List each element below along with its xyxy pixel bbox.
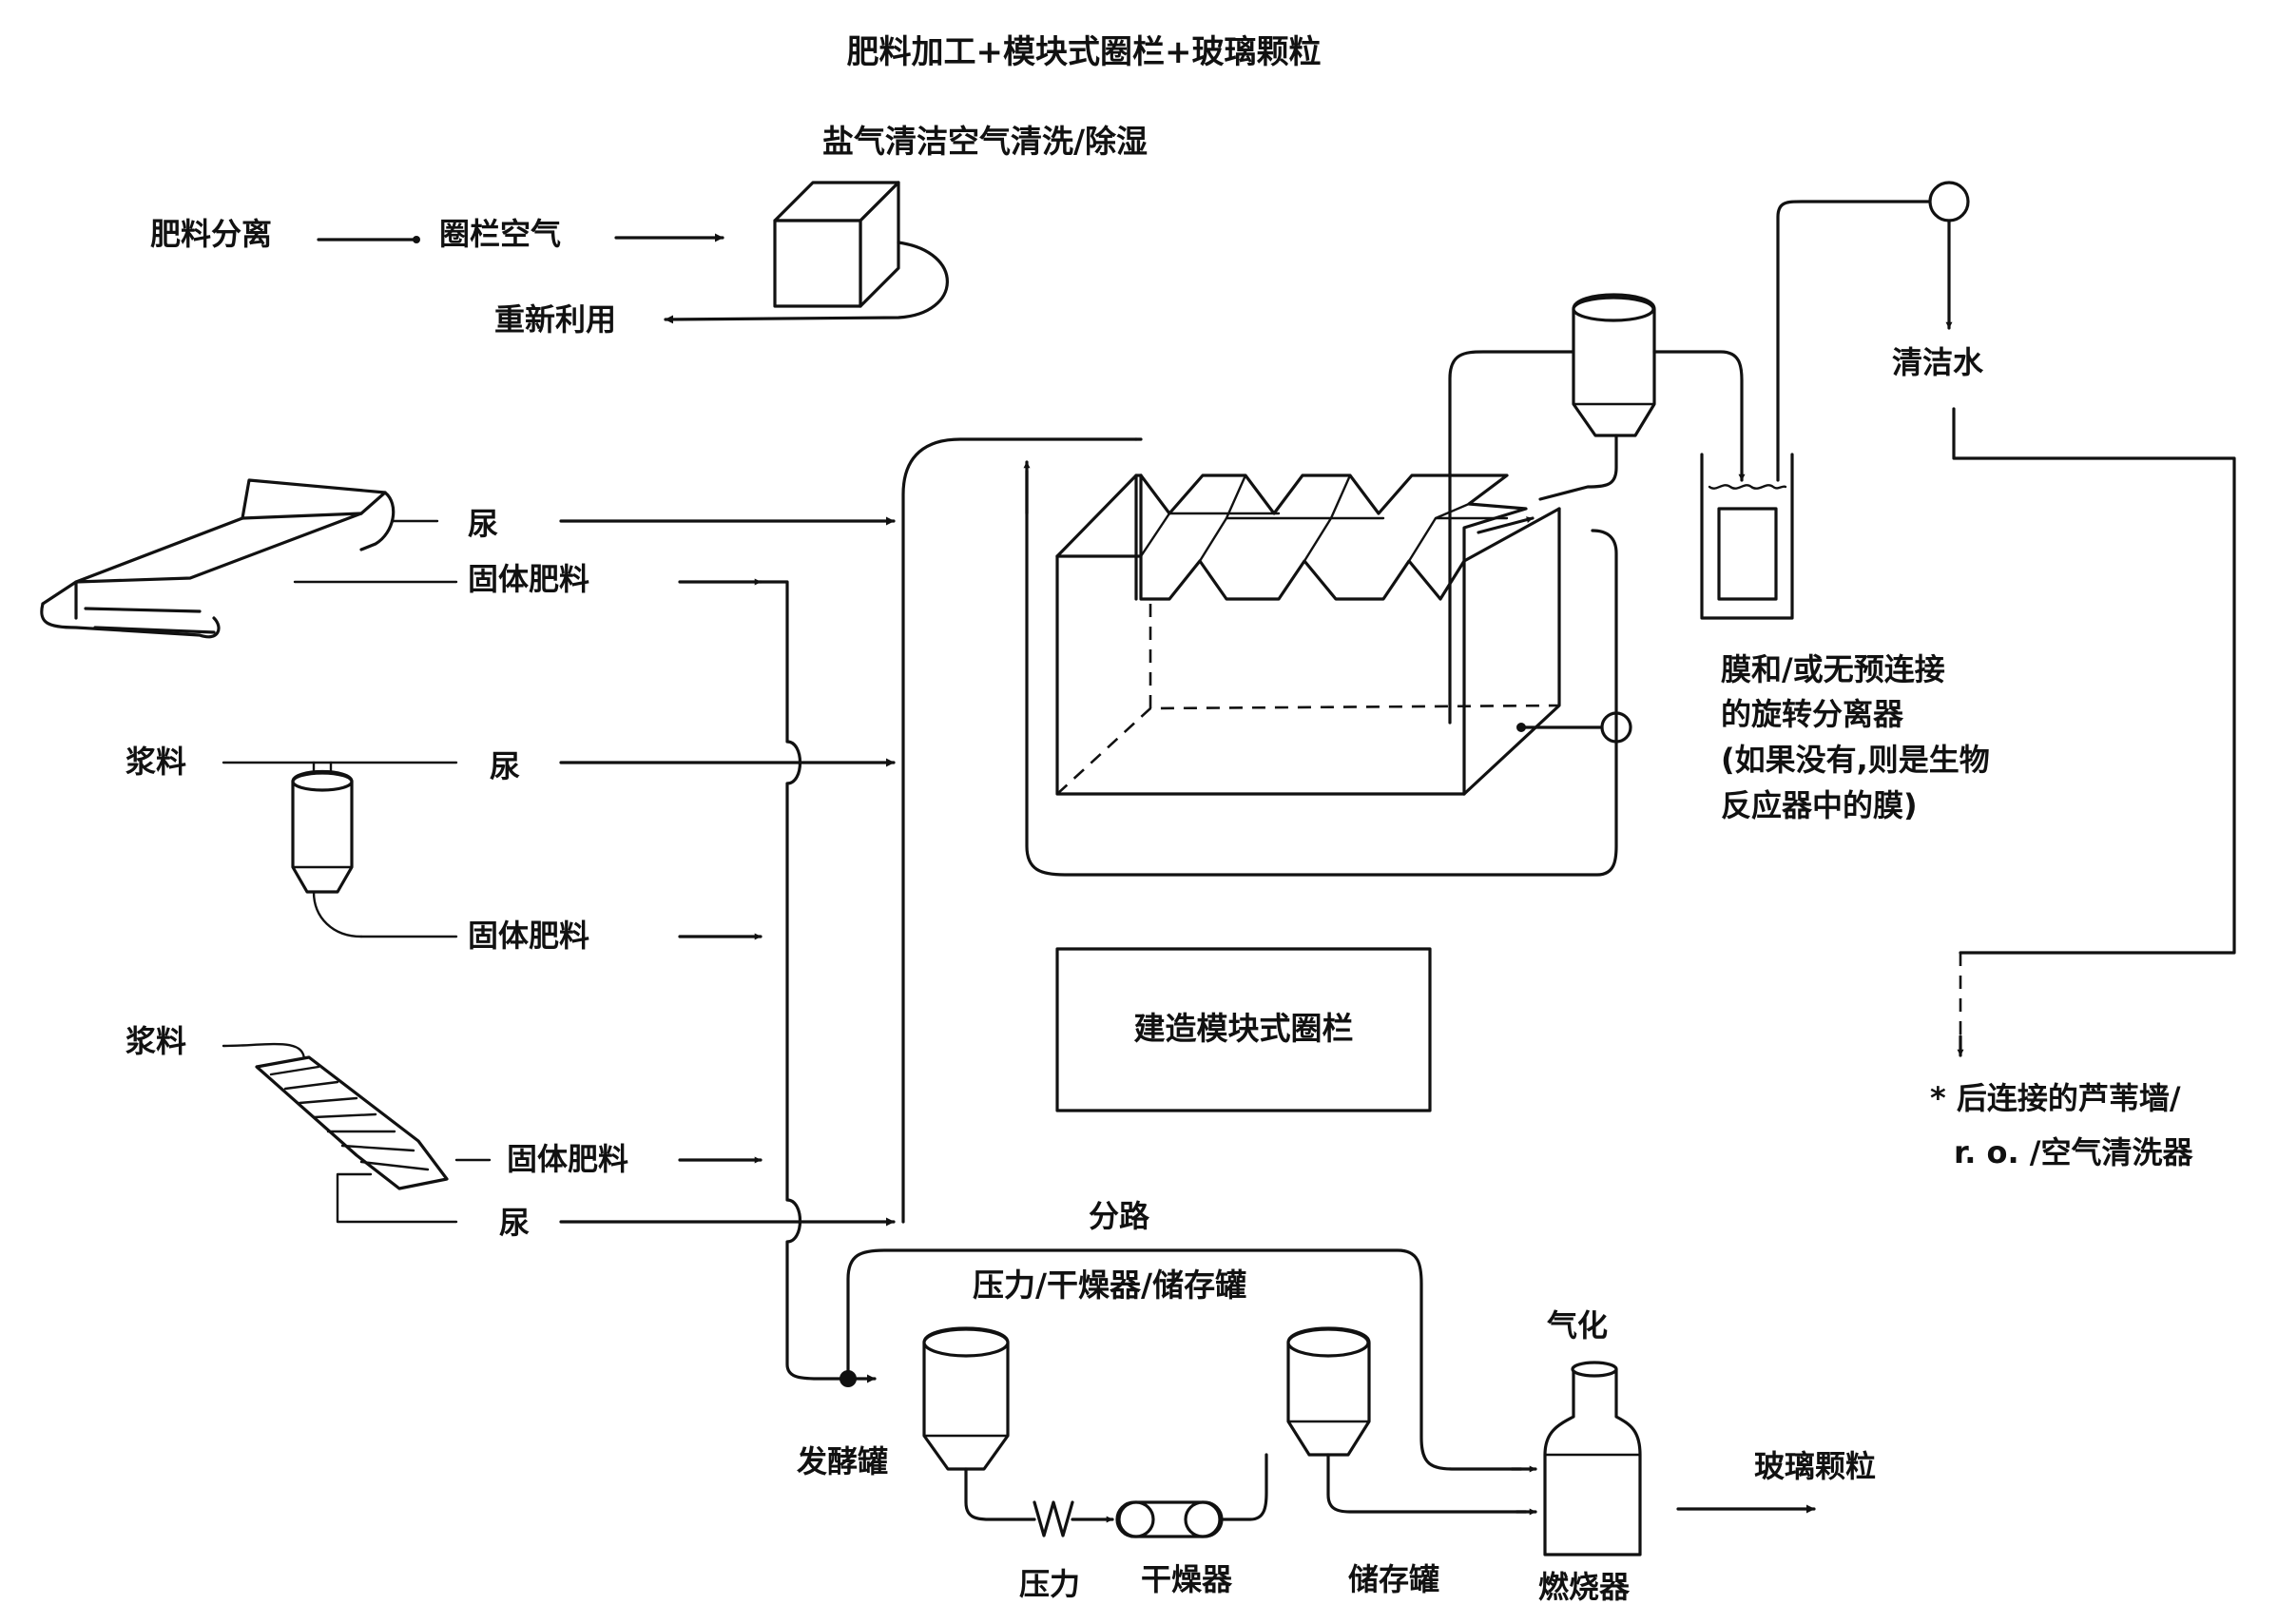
screen-separator-icon [255, 1055, 449, 1190]
pen-to-separator-line [1448, 350, 1575, 725]
rotary-separator-icon [1572, 293, 1656, 437]
bypass-line [846, 1248, 1523, 1471]
fermenter-icon [922, 1326, 1010, 1471]
modular-pen-build-box [1055, 947, 1432, 1112]
circulation-pump-icon [1600, 711, 1632, 744]
post-process-line-1: * 后连接的芦苇墙/ [1930, 1080, 2181, 1116]
press-label: 压力 [1019, 1566, 1080, 1602]
storage-to-burner-line [1326, 1453, 1528, 1514]
clean-water-out-line [1952, 407, 2236, 955]
solid-label-1: 固体肥料 [468, 561, 589, 597]
storage-label: 储存罐 [1348, 1561, 1439, 1597]
solid-manure-bus [759, 580, 877, 1383]
glass-granules-label: 玻璃颗粒 [1754, 1448, 1876, 1484]
solid-label-2: 固体肥料 [468, 918, 589, 954]
membrane-line-4: 反应器中的膜) [1721, 787, 1918, 823]
dryer-to-storage-line [1218, 1453, 1268, 1521]
group-label: 压力/干燥器/储存罐 [973, 1266, 1246, 1304]
clean-water-pump-icon [1928, 181, 1970, 222]
membrane-line-3: (如果没有,则是生物 [1721, 742, 1990, 778]
membrane-tank-icon [1700, 453, 1794, 620]
pen-inlet-arrow [1477, 516, 1535, 534]
storage-tank-icon [1286, 1326, 1371, 1457]
press-spring-icon [1033, 1500, 1074, 1537]
membrane-line-2: 的旋转分离器 [1721, 696, 1904, 732]
burner-label: 燃烧器 [1538, 1569, 1631, 1605]
slurry-label-1: 浆料 [125, 744, 186, 780]
dryer-drum-icon [1115, 1500, 1224, 1538]
slurry-label-2: 浆料 [125, 1023, 186, 1059]
separator-to-membrane-line [1652, 350, 1746, 482]
clean-water-label: 清洁水 [1892, 344, 1984, 380]
arrow-dot [413, 236, 420, 243]
modular-pen-build-label: 建造模块式圈栏 [1134, 1010, 1354, 1047]
pen-air-label: 圈栏空气 [439, 216, 561, 252]
dryer-label: 干燥器 [1141, 1561, 1233, 1597]
urine-label-1: 尿 [468, 506, 498, 542]
fermenter-out-line [964, 1467, 1036, 1521]
scrubber-return-line [664, 241, 949, 324]
scrubber-label: 盐气清洁空气清洗/除湿 [822, 123, 1148, 160]
pen-roof-modules [1139, 474, 1528, 601]
urine-bus [901, 437, 1138, 1224]
urine-label-2: 尿 [490, 748, 520, 784]
air-scrubber-box [773, 181, 900, 308]
separator-return-line [1538, 434, 1618, 501]
screen-urine-line [336, 1172, 458, 1224]
pen-inner-return [1025, 469, 1618, 877]
bypass-label: 分路 [1089, 1198, 1150, 1234]
bypass-junction [840, 1370, 857, 1387]
gasify-label: 气化 [1547, 1307, 1608, 1344]
membrane-to-pump-line [1776, 200, 1932, 482]
pump-node [1516, 723, 1526, 732]
manure-separation-label: 肥料分离 [150, 216, 272, 252]
reuse-label: 重新利用 [494, 301, 616, 338]
burner-icon [1543, 1361, 1642, 1556]
post-process-line-2: r. o. /空气清洗器 [1954, 1134, 2193, 1170]
diagram-title: 肥料加工+模块式圈栏+玻璃颗粒 [847, 33, 1322, 71]
slurry-2-line [222, 1042, 306, 1062]
membrane-line-1: 膜和/或无预连接 [1721, 651, 1945, 687]
pump-riser [1591, 529, 1618, 744]
fermenter-label: 发酵罐 [797, 1443, 888, 1479]
urine-label-3: 尿 [499, 1205, 530, 1241]
centrifuge-icon [291, 761, 363, 938]
belt-separator-icon [40, 478, 396, 639]
solid-label-3: 固体肥料 [507, 1141, 628, 1177]
